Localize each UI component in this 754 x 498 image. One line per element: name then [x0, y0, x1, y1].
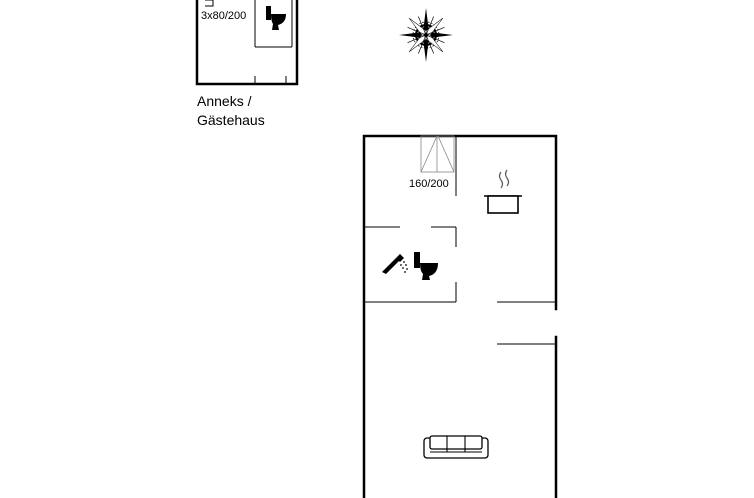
double-bed: [420, 135, 455, 173]
annex-building: 3x80/200: [195, 0, 299, 86]
annex-bed-label: 3x80/200: [201, 10, 246, 22]
annex-caption-line-2: Gästehaus: [197, 112, 265, 128]
sofa-icon: [423, 435, 489, 459]
shower-icon: [382, 254, 408, 274]
compass-rose-icon: [399, 8, 453, 62]
main-house: 160/200: [362, 134, 558, 498]
annex-walls: [195, 0, 299, 86]
main-bed-label: 160/200: [409, 178, 449, 190]
cooking-pot-icon: [484, 169, 522, 214]
toilet-icon: [266, 6, 286, 30]
annex-corner-fixture: [205, 0, 214, 7]
main-house-outer-walls: [362, 134, 558, 498]
annex-caption: Anneks / Gästehaus: [197, 92, 265, 130]
annex-caption-line-1: Anneks /: [197, 93, 252, 109]
toilet-icon: [414, 252, 438, 280]
